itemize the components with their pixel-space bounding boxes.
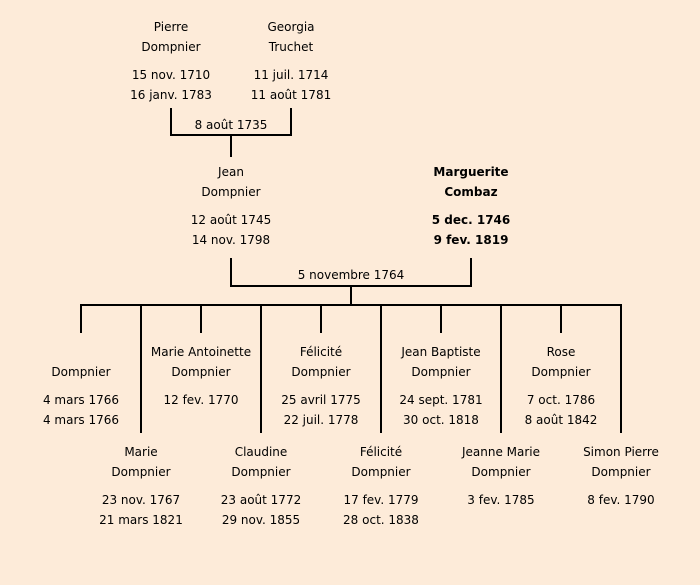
death-date	[436, 510, 566, 530]
first-name	[16, 342, 146, 362]
first-name: Claudine	[234, 445, 288, 459]
death-date: 16 janv. 1783	[130, 88, 212, 102]
last-name: Dompnier	[411, 365, 471, 379]
birth-date: 17 fev. 1779	[343, 493, 419, 507]
birth-date: 23 nov. 1767	[101, 493, 181, 507]
last-name: Dompnier	[291, 365, 351, 379]
death-date: 11 août 1781	[250, 88, 332, 102]
first-name: Jean	[218, 165, 244, 179]
death-date: 22 juil. 1778	[283, 413, 359, 427]
first-name: Marie Antoinette	[150, 345, 252, 359]
birth-date: 4 mars 1766	[42, 393, 120, 407]
first-name: Jeanne Marie	[461, 445, 541, 459]
last-name: Dompnier	[231, 465, 291, 479]
death-date: 14 nov. 1798	[191, 233, 271, 247]
birth-date: 24 sept. 1781	[399, 393, 483, 407]
child-connectors	[80, 305, 622, 433]
first-name: Pierre	[153, 20, 189, 34]
person-child[interactable]: Dompnier 4 mars 1766 4 mars 1766	[16, 342, 146, 430]
death-date: 30 oct. 1818	[403, 413, 479, 427]
last-name: Dompnier	[591, 465, 651, 479]
birth-date: 3 fev. 1785	[467, 493, 535, 507]
first-name: Marie	[124, 445, 158, 459]
death-date: 29 nov. 1855	[221, 513, 301, 527]
last-name: Dompnier	[201, 185, 261, 199]
parents-marriage-date: 5 novembre 1764	[297, 268, 405, 282]
birth-date: 7 oct. 1786	[526, 393, 596, 407]
first-name: Félicité	[359, 445, 403, 459]
last-name: Dompnier	[351, 465, 411, 479]
last-name: Dompnier	[141, 40, 201, 54]
birth-date: 15 nov. 1710	[131, 68, 211, 82]
last-name: Truchet	[268, 40, 314, 54]
last-name: Combaz	[444, 185, 498, 199]
first-name: Marguerite	[433, 165, 509, 179]
death-date: 9 fev. 1819	[433, 233, 509, 247]
first-name: Simon Pierre	[583, 445, 659, 459]
last-name: Dompnier	[171, 365, 231, 379]
birth-date: 5 dec. 1746	[431, 213, 511, 227]
last-name: Dompnier	[531, 365, 591, 379]
death-date	[136, 410, 266, 430]
death-date: 8 août 1842	[524, 413, 598, 427]
grandparents-marriage-date: 8 août 1735	[194, 118, 268, 132]
last-name: Dompnier	[471, 465, 531, 479]
birth-date: 25 avril 1775	[281, 393, 361, 407]
death-date: 21 mars 1821	[99, 513, 183, 527]
first-name: Jean Baptiste	[401, 345, 481, 359]
death-date: 28 oct. 1838	[343, 513, 419, 527]
birth-date: 11 juil. 1714	[253, 68, 329, 82]
last-name: Dompnier	[51, 365, 111, 379]
death-date	[556, 510, 686, 530]
birth-date: 12 fev. 1770	[163, 393, 239, 407]
first-name: Félicité	[299, 345, 343, 359]
birth-date: 8 fev. 1790	[587, 493, 655, 507]
death-date: 4 mars 1766	[42, 413, 120, 427]
last-name: Dompnier	[111, 465, 171, 479]
birth-date: 23 août 1772	[220, 493, 302, 507]
birth-date: 12 août 1745	[190, 213, 272, 227]
first-name: Rose	[546, 345, 576, 359]
first-name: Georgia	[267, 20, 315, 34]
